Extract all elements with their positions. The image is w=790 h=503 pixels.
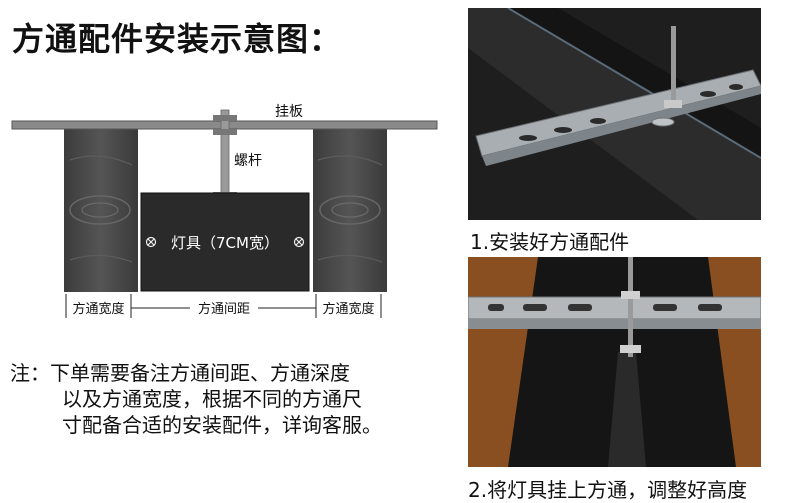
fangtong-left bbox=[64, 128, 138, 292]
lamp-body bbox=[140, 192, 310, 292]
note-line-3: 寸配备合适的安装配件，详询客服。 bbox=[62, 413, 382, 437]
photo-step-2 bbox=[468, 257, 761, 467]
note-line-1: 下单需要备注方通间距、方通深度 bbox=[50, 361, 350, 385]
label-fangtong-width-left: 方通宽度 bbox=[72, 301, 124, 317]
screw-icon-right bbox=[293, 236, 305, 248]
caption-step-2: 2.将灯具挂上方通，调整好高度 bbox=[468, 478, 748, 502]
note-prefix: 注： bbox=[10, 361, 50, 385]
label-fangtong-width-right: 方通宽度 bbox=[322, 301, 374, 317]
note-line-2: 以及方通宽度，根据不同的方通尺 bbox=[62, 387, 362, 411]
dimension-line bbox=[65, 294, 382, 318]
note-block: 注：下单需要备注方通间距、方通深度 以及方通宽度，根据不同的方通尺 寸配备合适的… bbox=[10, 360, 382, 438]
fangtong-right bbox=[313, 128, 387, 292]
page-title: 方通配件安装示意图： bbox=[12, 20, 343, 58]
installation-diagram: 挂板 螺杆 灯具（7CM宽） 方通宽度 方通间距 方通宽度 bbox=[11, 104, 438, 318]
label-lamp: 灯具（7CM宽） bbox=[171, 234, 279, 252]
photo-step-1 bbox=[468, 8, 761, 220]
label-screw-rod: 螺杆 bbox=[234, 153, 262, 169]
caption-step-1: 1.安装好方通配件 bbox=[470, 230, 630, 254]
screw-icon-left bbox=[145, 236, 157, 248]
label-fangtong-spacing: 方通间距 bbox=[198, 301, 250, 317]
label-hanging-plate: 挂板 bbox=[275, 104, 303, 120]
